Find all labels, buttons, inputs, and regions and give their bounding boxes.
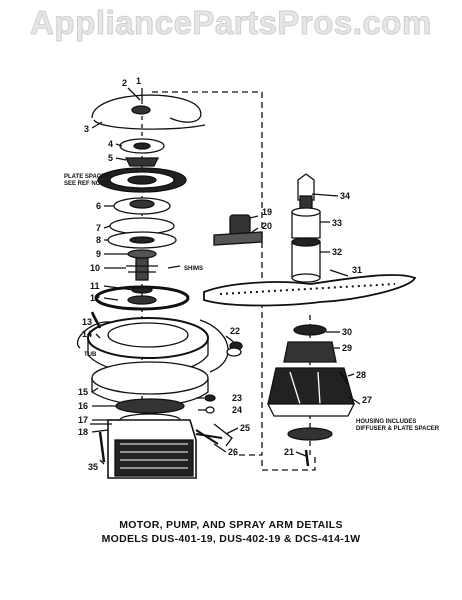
callout-21: 21: [284, 447, 294, 457]
caption-line-1: MOTOR, PUMP, AND SPRAY ARM DETAILS: [119, 519, 343, 531]
caption-line-2: MODELS DUS-401-19, DUS-402-19 & DCS-414-…: [101, 533, 361, 545]
callout-23: 23: [232, 393, 242, 403]
callout-2: 2: [122, 78, 127, 88]
clamp-screw: [131, 105, 151, 115]
callout-5: 5: [108, 153, 113, 163]
callout-12: 12: [90, 293, 100, 303]
callout-22: 22: [230, 326, 240, 336]
callout-14: 14: [82, 329, 92, 339]
callout-8: 8: [96, 235, 101, 245]
callout-7: 7: [96, 223, 101, 233]
callout-30: 30: [342, 327, 352, 337]
callout-31: 31: [352, 265, 362, 275]
callout-1: 1: [136, 76, 141, 86]
callout-15: 15: [78, 387, 88, 397]
note-tub: TUB: [84, 352, 97, 358]
clamp-band: [93, 119, 206, 130]
callout-13: 13: [82, 317, 92, 327]
note-plate-spacer-1: PLATE SPACER: [64, 174, 110, 180]
callout-10: 10: [90, 263, 100, 273]
note-housing-1: HOUSING INCLUDES: [356, 419, 416, 425]
callout-24: 24: [232, 405, 242, 415]
callout-4: 4: [108, 139, 113, 149]
watermark: AppliancePartsPros.com: [30, 4, 432, 42]
note-plate-spacer-2: SEE REF NO 27: [64, 181, 109, 187]
callout-3: 3: [84, 124, 89, 134]
callout-20: 20: [262, 221, 272, 231]
callout-6: 6: [96, 201, 101, 211]
callout-29: 29: [342, 343, 352, 353]
dash-frame-bottom: [261, 455, 316, 471]
clamp-loop: [91, 94, 202, 123]
callout-34: 34: [340, 191, 350, 201]
callout-26: 26: [228, 447, 238, 457]
callout-18: 18: [78, 427, 88, 437]
note-housing-2: DIFFUSER & PLATE SPACER: [356, 426, 440, 432]
note-shims: SHIMS: [184, 266, 203, 272]
callout-27: 27: [362, 395, 372, 405]
callout-11: 11: [90, 281, 100, 291]
callout-33: 33: [332, 218, 342, 228]
callout-28: 28: [356, 370, 366, 380]
callout-25: 25: [240, 423, 250, 433]
dash-frame-left: [152, 91, 263, 456]
callout-32: 32: [332, 247, 342, 257]
callout-19: 19: [262, 207, 272, 217]
callout-16: 16: [78, 401, 88, 411]
callout-35: 35: [88, 462, 98, 472]
callout-17: 17: [78, 415, 88, 425]
callout-9: 9: [96, 249, 101, 259]
